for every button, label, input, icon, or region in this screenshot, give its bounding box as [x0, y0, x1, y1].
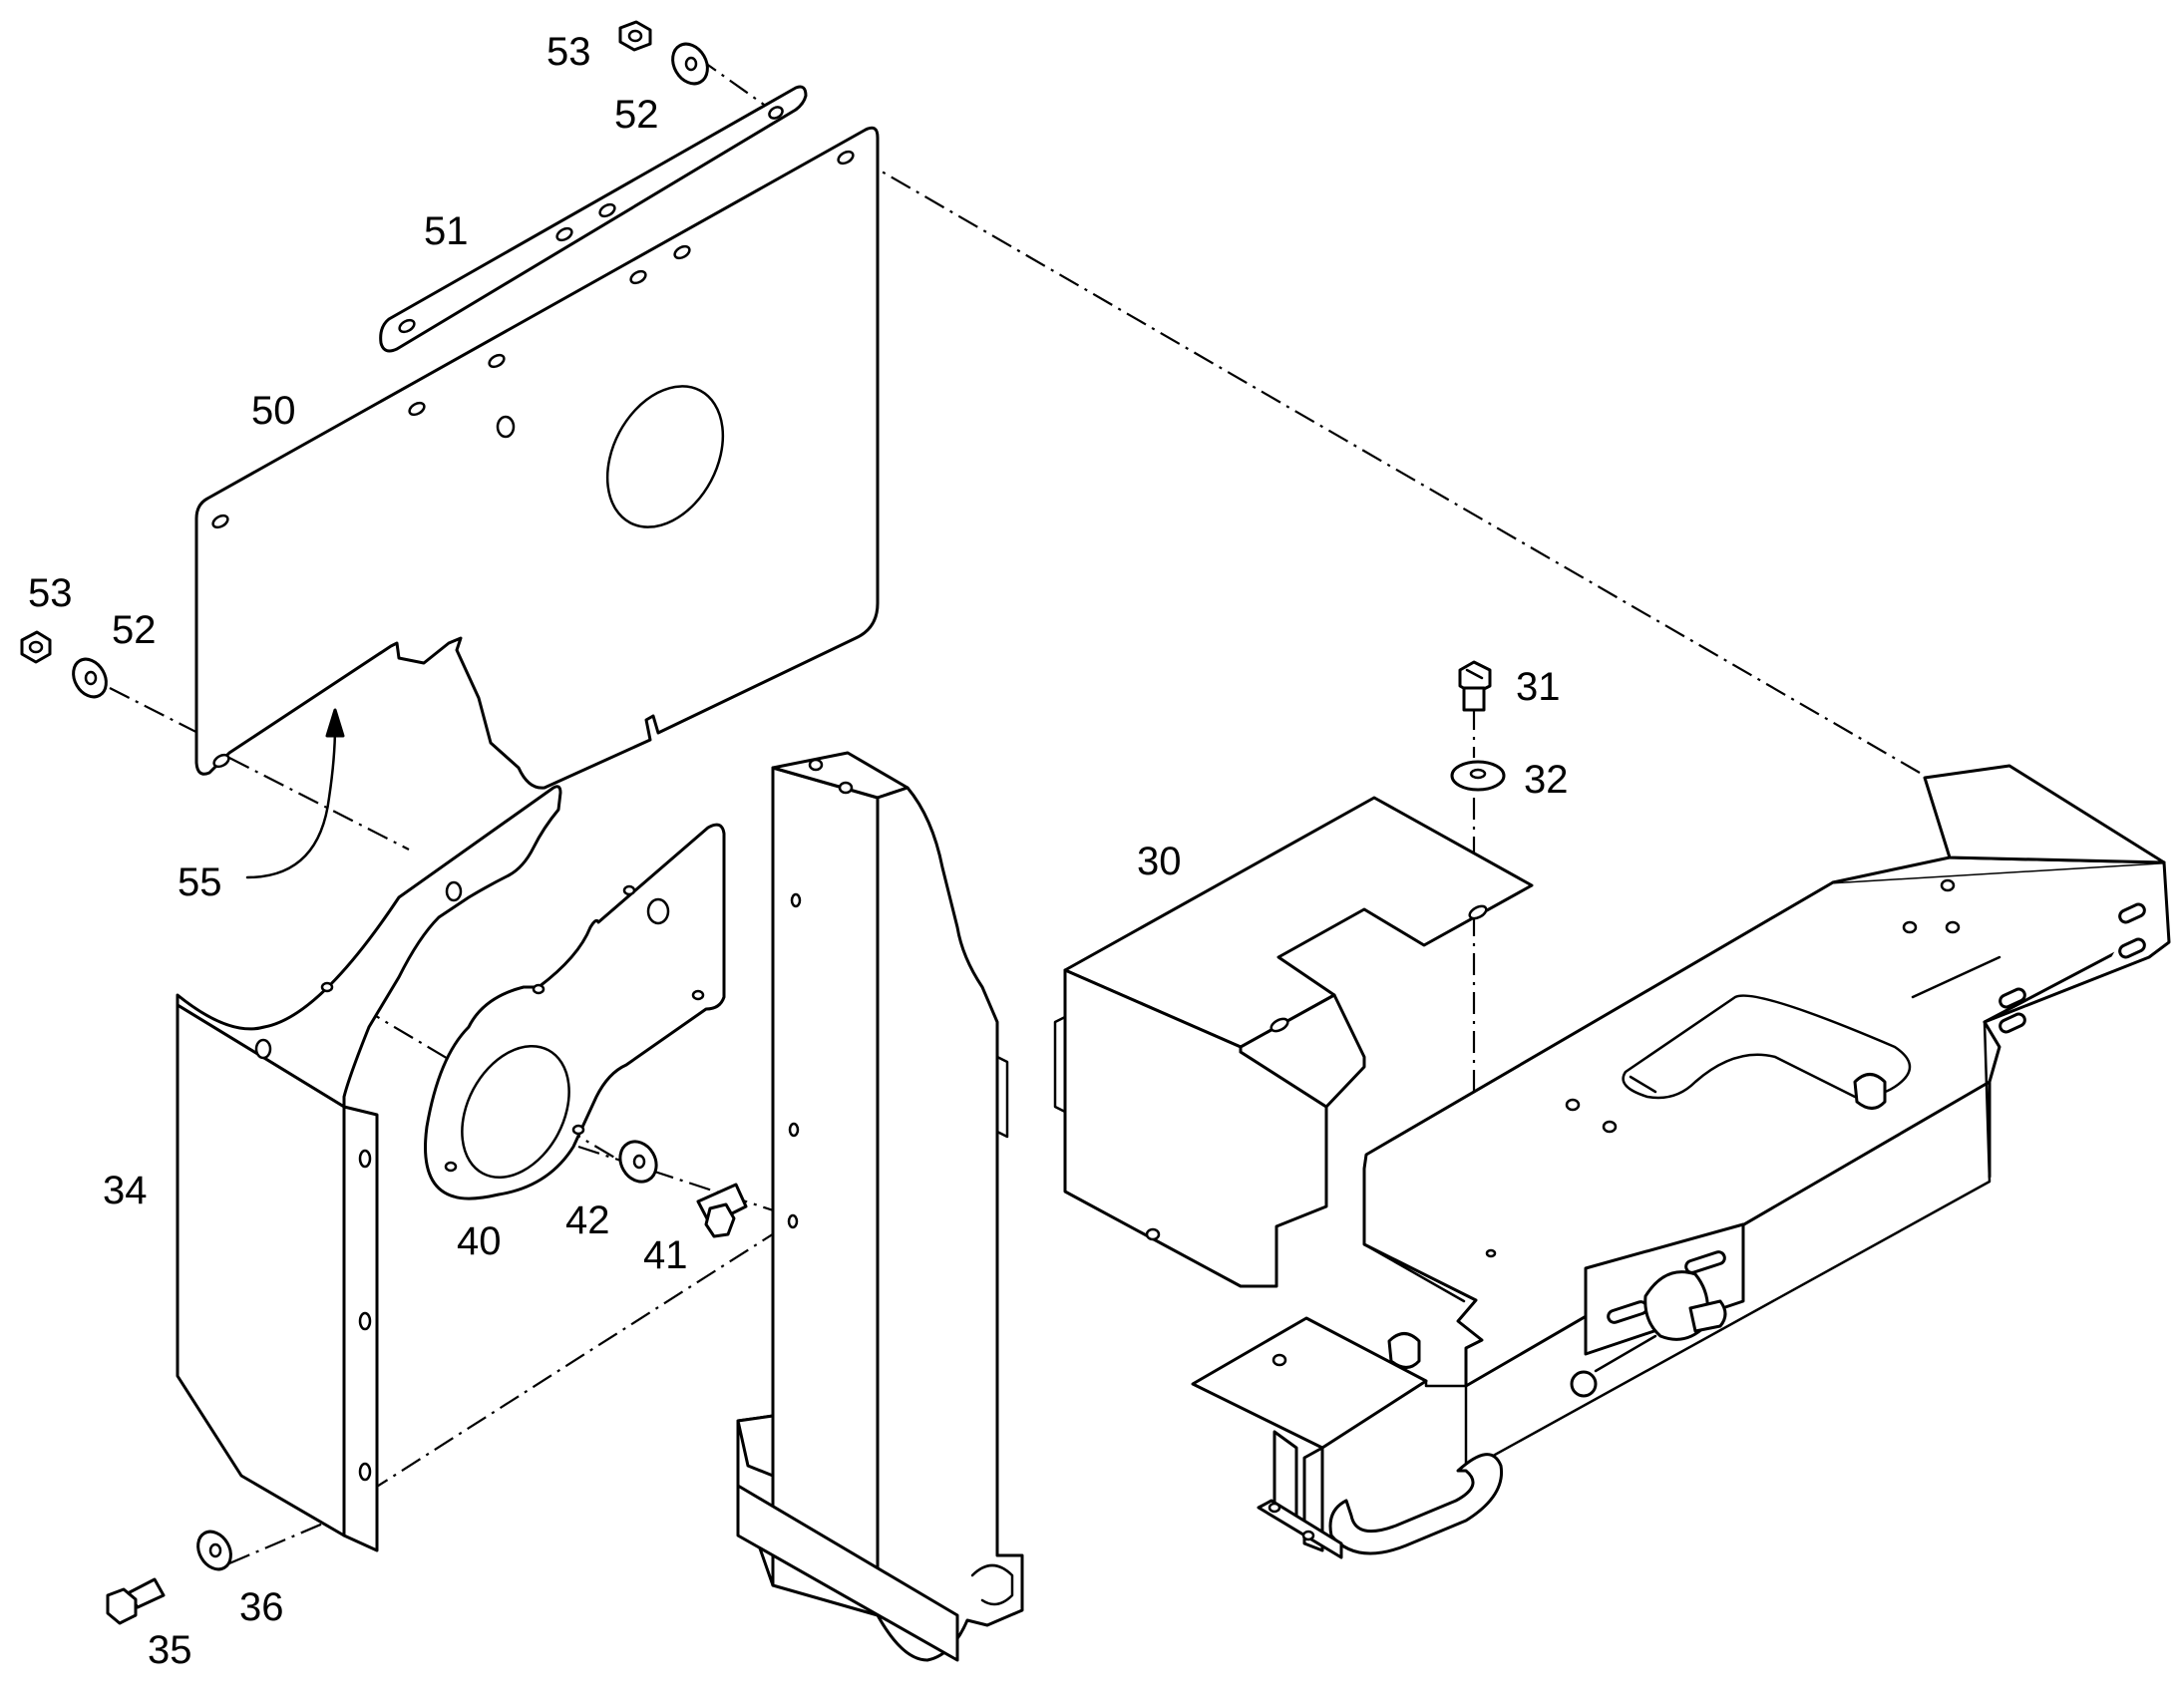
- callout-41: 41: [643, 1233, 688, 1277]
- callout-50: 50: [251, 389, 296, 433]
- callout-34: 34: [103, 1169, 148, 1212]
- callout-30: 30: [1137, 840, 1182, 883]
- part-30-cover-box: [1053, 796, 1534, 1288]
- assembly-leader-lines: [109, 57, 1921, 1565]
- callout-52-left: 52: [112, 608, 157, 652]
- callout-53-left: 53: [28, 571, 73, 615]
- fastener-36-washer: [196, 1530, 232, 1571]
- callout-40: 40: [457, 1219, 502, 1263]
- callout-32: 32: [1524, 758, 1569, 802]
- part-34-side-panel: [176, 785, 562, 1552]
- fastener-42-washer: [618, 1140, 658, 1184]
- callout-51: 51: [424, 209, 469, 253]
- fastener-53-nut-top: [618, 20, 652, 52]
- fastener-32-washer: [1450, 760, 1506, 792]
- fastener-53-nut-left: [20, 630, 52, 664]
- part-51-mounting-strip: [379, 85, 808, 353]
- callout-36: 36: [239, 1585, 284, 1629]
- fastener-41-bolt: [696, 1183, 748, 1238]
- fastener-52-washer-top: [671, 42, 709, 86]
- part-50-back-plate: [194, 126, 880, 879]
- part-40-gasket-plate: [424, 823, 726, 1200]
- callout-35: 35: [148, 1628, 192, 1672]
- base-chassis-frame: [1191, 764, 2171, 1559]
- callout-31: 31: [1516, 665, 1561, 709]
- fastener-31-bolt: [1458, 660, 1492, 712]
- callout-52-top: 52: [614, 93, 659, 137]
- callout-55: 55: [178, 860, 222, 904]
- upright-column: [736, 751, 1024, 1662]
- callout-53-top: 53: [546, 30, 591, 74]
- fastener-35-bolt: [106, 1577, 166, 1625]
- fastener-52-washer-left: [72, 657, 108, 699]
- callout-labels: 53 52 51 50 53 52 55 34 40 42 41 36 35 3…: [28, 30, 1569, 1672]
- callout-42: 42: [565, 1198, 610, 1242]
